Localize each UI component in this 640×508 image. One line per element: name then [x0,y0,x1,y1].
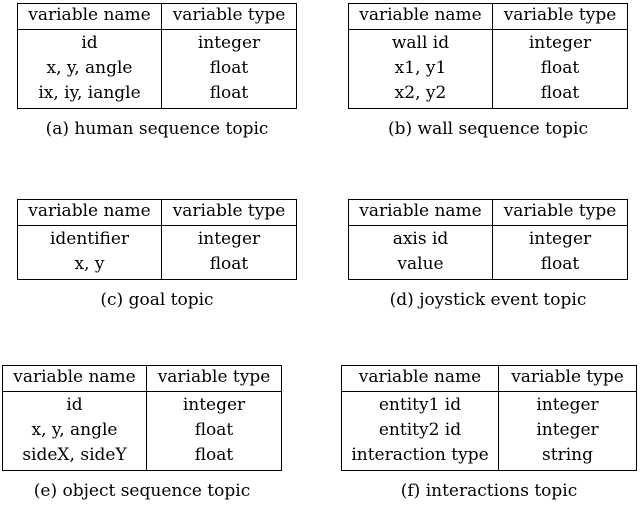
subfigure-d: variable name variable type axis id inte… [348,199,628,309]
table-header-row: variable name variable type [17,3,297,30]
table-row: entity1 id integer [341,391,637,419]
cell-variable-type: integer [498,419,637,444]
cell-variable-name: wall id [348,29,493,57]
cell-variable-type: float [492,253,628,280]
column-header-variable-type: variable type [498,365,637,392]
table-row: x, y, angle float [2,419,282,444]
table-header-row: variable name variable type [2,365,282,392]
cell-variable-name: x2, y2 [348,82,493,109]
spec-table-b: variable name variable type wall id inte… [348,3,628,109]
cell-variable-name: x, y, angle [17,57,162,82]
cell-variable-type: integer [498,391,637,419]
table-row: axis id integer [348,225,628,253]
table-row: x2, y2 float [348,82,628,109]
cell-variable-type: float [161,253,297,280]
cell-variable-name: x, y, angle [2,419,147,444]
cell-variable-type: integer [492,29,628,57]
table-row: sideX, sideY float [2,444,282,471]
cell-variable-name: entity1 id [341,391,499,419]
spec-table-d: variable name variable type axis id inte… [348,199,628,280]
cell-variable-name: x1, y1 [348,57,493,82]
table-row: interaction type string [341,444,637,471]
cell-variable-type: string [498,444,637,471]
subfigure-b: variable name variable type wall id inte… [348,3,628,138]
subfigure-caption-a: (a) human sequence topic [45,119,269,139]
column-header-variable-type: variable type [146,365,282,392]
table-header-row: variable name variable type [17,199,297,226]
table-row: entity2 id integer [341,419,637,444]
cell-variable-name: entity2 id [341,419,499,444]
column-header-variable-type: variable type [492,199,628,226]
column-header-variable-name: variable name [341,365,499,392]
cell-variable-name: id [17,29,162,57]
subfigure-caption-e: (e) object sequence topic [33,481,251,501]
table-row: x1, y1 float [348,57,628,82]
cell-variable-type: float [492,82,628,109]
table-row: x, y float [17,253,297,280]
cell-variable-type: float [146,419,282,444]
spec-table-e: variable name variable type id integer x… [2,365,282,471]
cell-variable-type: integer [492,225,628,253]
subfigure-a: variable name variable type id integer x… [17,3,297,138]
cell-variable-name: sideX, sideY [2,444,147,471]
column-header-variable-name: variable name [348,3,493,30]
cell-variable-name: axis id [348,225,493,253]
cell-variable-type: integer [146,391,282,419]
column-header-variable-name: variable name [17,199,162,226]
table-header-row: variable name variable type [348,199,628,226]
cell-variable-name: x, y [17,253,162,280]
table-row: ix, iy, iangle float [17,82,297,109]
column-header-variable-type: variable type [492,3,628,30]
cell-variable-name: ix, iy, iangle [17,82,162,109]
column-header-variable-type: variable type [161,3,297,30]
cell-variable-name: interaction type [341,444,499,471]
cell-variable-name: value [348,253,493,280]
table-row: id integer [2,391,282,419]
cell-variable-name: id [2,391,147,419]
table-row: wall id integer [348,29,628,57]
subfigure-e: variable name variable type id integer x… [2,365,282,500]
subfigure-c: variable name variable type identifier i… [17,199,297,309]
cell-variable-type: float [161,82,297,109]
subfigure-caption-b: (b) wall sequence topic [387,119,589,139]
cell-variable-type: float [161,57,297,82]
cell-variable-name: identifier [17,225,162,253]
column-header-variable-type: variable type [161,199,297,226]
column-header-variable-name: variable name [17,3,162,30]
subfigure-f: variable name variable type entity1 id i… [341,365,637,500]
spec-table-c: variable name variable type identifier i… [17,199,297,280]
table-header-row: variable name variable type [341,365,637,392]
column-header-variable-name: variable name [348,199,493,226]
cell-variable-type: float [492,57,628,82]
spec-table-a: variable name variable type id integer x… [17,3,297,109]
table-header-row: variable name variable type [348,3,628,30]
cell-variable-type: integer [161,29,297,57]
table-row: x, y, angle float [17,57,297,82]
cell-variable-type: float [146,444,282,471]
cell-variable-type: integer [161,225,297,253]
spec-table-f: variable name variable type entity1 id i… [341,365,637,471]
column-header-variable-name: variable name [2,365,147,392]
subfigure-caption-f: (f) interactions topic [400,481,578,501]
table-row: id integer [17,29,297,57]
table-row: identifier integer [17,225,297,253]
subfigure-caption-d: (d) joystick event topic [389,290,587,310]
table-row: value float [348,253,628,280]
subfigure-caption-c: (c) goal topic [100,290,214,310]
